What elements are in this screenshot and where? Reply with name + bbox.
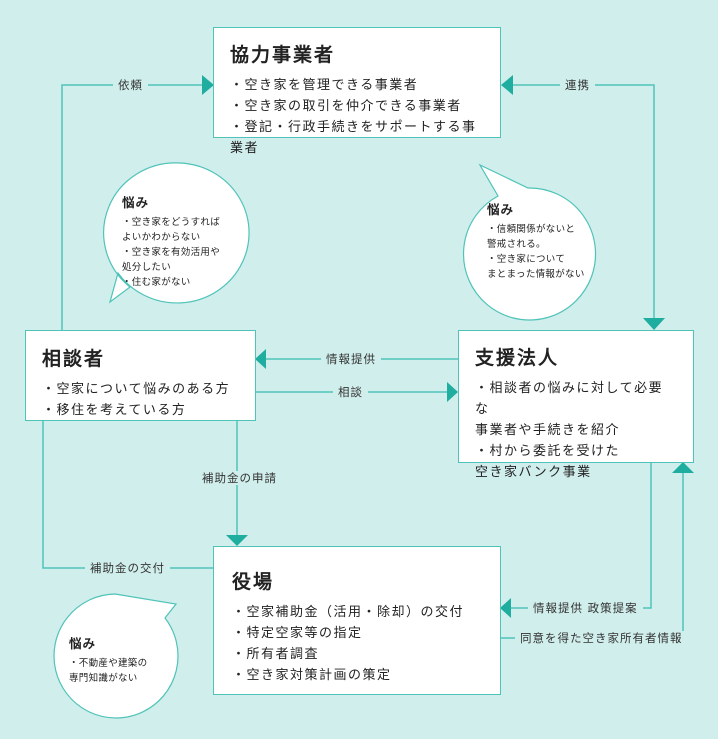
arrow-up-icon (672, 462, 694, 473)
edge-label-application: 補助金の申請 (197, 471, 282, 485)
node-item: ・空き家の取引を仲介できる事業者 (230, 99, 462, 114)
bubble-consultant-worry-shape (103, 162, 250, 304)
edge-label-owner: 同意を得た空き家所有者情報 (515, 631, 688, 645)
node-consultant: 相談者 ・空家について悩みのある方 ・移住を考えている方 (25, 330, 256, 421)
edge-grant-line (42, 405, 213, 569)
node-item: ・特定空家等の指定 (232, 626, 363, 641)
bubble-office-worry: 悩み ・不動産や建築の 専門知識がない (69, 633, 147, 686)
bubble-item: 警戒される。 (487, 239, 546, 250)
bubble-item: ・信頼関係がないと (487, 224, 576, 235)
bubble-title: 悩み (122, 195, 150, 210)
node-office: 役場 ・空家補助金（活用・除却）の交付 ・特定空家等の指定 ・所有者調査 ・空き… (213, 546, 501, 695)
edge-policy-line (510, 462, 652, 609)
node-item: ・空家について悩みのある方 (42, 382, 231, 397)
edge-label-cooperation: 連携 (560, 78, 595, 92)
node-title: 支援法人 (475, 347, 560, 369)
node-item: 事業者や手続きを紹介 (475, 423, 621, 438)
node-support: 支援法人 ・相談者の悩みに対して必要な 事業者や手続きを紹介 ・村から委託を受け… (458, 330, 694, 480)
node-item: ・空き家を管理できる事業者 (230, 78, 419, 93)
bubble-title: 悩み (69, 636, 97, 651)
node-title: 協力事業者 (230, 44, 336, 66)
bubble-office-worry-shape (53, 593, 179, 719)
bubble-item: ・不動産や建築の (69, 658, 148, 669)
bubble-item: まとまった情報がない (487, 269, 585, 280)
node-item: ・所有者調査 (232, 647, 320, 662)
node-item: ・移住を考えている方 (42, 403, 187, 418)
arrow-right-icon (447, 382, 458, 402)
edge-label-consult: 相談 (333, 385, 368, 399)
arrow-down-icon (643, 318, 665, 330)
edge-label-policy: 情報提供 政策提案 (528, 601, 643, 615)
edge-cooperation-line (512, 84, 655, 320)
edge-request-line (61, 84, 206, 330)
bubble-item: よいかわからない (122, 232, 201, 243)
node-item: ・村から委託を受けた (475, 444, 621, 459)
node-partner: 協力事業者 ・空き家を管理できる事業者 ・空き家の取引を仲介できる事業者 ・登記… (213, 27, 501, 156)
node-title: 役場 (232, 571, 275, 593)
bubble-item: 専門知識がない (69, 673, 138, 684)
edge-label-request: 依頼 (113, 78, 148, 92)
arrow-right-icon (202, 75, 214, 95)
edge-label-info: 情報提供 (321, 352, 381, 366)
node-item: ・相談者の悩みに対して必要な (475, 381, 664, 417)
bubble-item: ・空き家をどうすれば (122, 217, 221, 228)
bubble-item: 処分したい (122, 262, 172, 273)
bubble-item: ・空き家について (487, 254, 566, 265)
arrow-left-icon (500, 598, 511, 618)
bubble-partner-worry-shape (463, 163, 597, 321)
bubble-item: ・空き家を有効活用や (122, 247, 221, 258)
node-item: 空き家バンク事業 (475, 465, 592, 480)
node-item: ・空家補助金（活用・除却）の交付 (232, 605, 465, 620)
bubble-item: ・住む家がない (122, 277, 191, 288)
node-item: ・空き家対策計画の策定 (232, 668, 392, 683)
bubble-consultant-worry: 悩み ・空き家をどうすれば よいかわからない ・空き家を有効活用や 処分したい … (122, 192, 220, 290)
arrow-down-icon (226, 535, 248, 546)
bubble-title: 悩み (487, 202, 515, 217)
arrow-left-icon (501, 75, 513, 95)
node-title: 相談者 (42, 348, 106, 370)
edge-label-grant: 補助金の交付 (85, 561, 170, 575)
node-item: ・登記・行政手続きをサポートする事業者 (230, 120, 477, 156)
bubble-partner-worry: 悩み ・信頼関係がないと 警戒される。 ・空き家について まとまった情報がない (487, 199, 585, 282)
arrow-left-icon (255, 349, 266, 369)
